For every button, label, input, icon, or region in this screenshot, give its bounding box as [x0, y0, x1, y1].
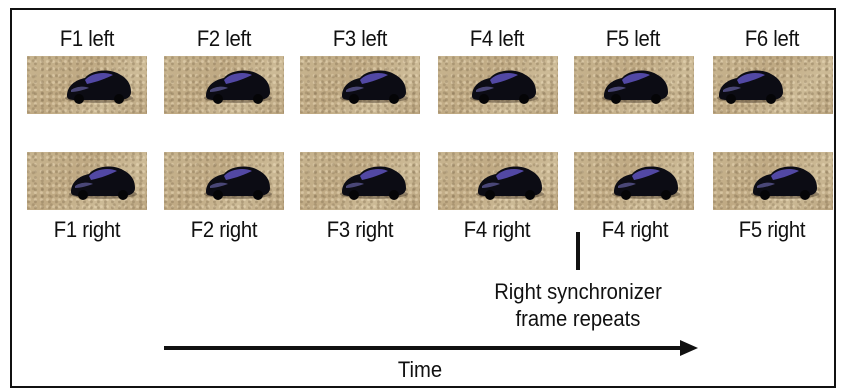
- frame-f5-left-image: [574, 56, 694, 114]
- label-f5-left: F5 left: [605, 26, 661, 51]
- label-f4-left: F4 left: [469, 26, 525, 51]
- car-graphic: [340, 70, 408, 104]
- car-graphic: [340, 166, 408, 200]
- label-f1-left: F1 left: [59, 26, 115, 51]
- car-graphic: [476, 166, 544, 200]
- frame-f3-right-image: [300, 152, 420, 210]
- car-graphic: [204, 166, 272, 200]
- label-f4-right: F4 right: [463, 217, 531, 242]
- car-graphic: [612, 166, 680, 200]
- car-graphic: [717, 70, 785, 104]
- annotation-line-2: frame repeats: [515, 306, 641, 331]
- frame-f4-right-repeat-image: [574, 152, 694, 210]
- annotation-caption: Right synchronizer frame repeats: [475, 278, 681, 332]
- car-graphic: [470, 70, 538, 104]
- frame-f1-left-image: [27, 56, 147, 114]
- label-f3-left: F3 left: [332, 26, 388, 51]
- label-f4-right-repeat: F4 right: [601, 217, 669, 242]
- time-axis-label: Time: [397, 357, 443, 382]
- label-f6-left: F6 left: [744, 26, 800, 51]
- label-f2-right: F2 right: [190, 217, 258, 242]
- label-f5-right: F5 right: [738, 217, 806, 242]
- car-graphic: [69, 166, 137, 200]
- label-f3-right: F3 right: [326, 217, 394, 242]
- frame-f3-left-image: [300, 56, 420, 114]
- frame-f4-left-image: [438, 56, 558, 114]
- frame-f4-right-image: [438, 152, 558, 210]
- car-graphic: [751, 166, 819, 200]
- label-f1-right: F1 right: [53, 217, 121, 242]
- annotation-line-1: Right synchronizer: [494, 279, 662, 304]
- car-graphic: [602, 70, 670, 104]
- car-graphic: [204, 70, 272, 104]
- figure-border: [10, 8, 836, 388]
- label-f2-left: F2 left: [196, 26, 252, 51]
- frame-f6-left-image: [713, 56, 833, 114]
- frame-f5-right-image: [713, 152, 833, 210]
- car-graphic: [65, 70, 133, 104]
- frame-f2-left-image: [164, 56, 284, 114]
- frame-f2-right-image: [164, 152, 284, 210]
- frame-f1-right-image: [27, 152, 147, 210]
